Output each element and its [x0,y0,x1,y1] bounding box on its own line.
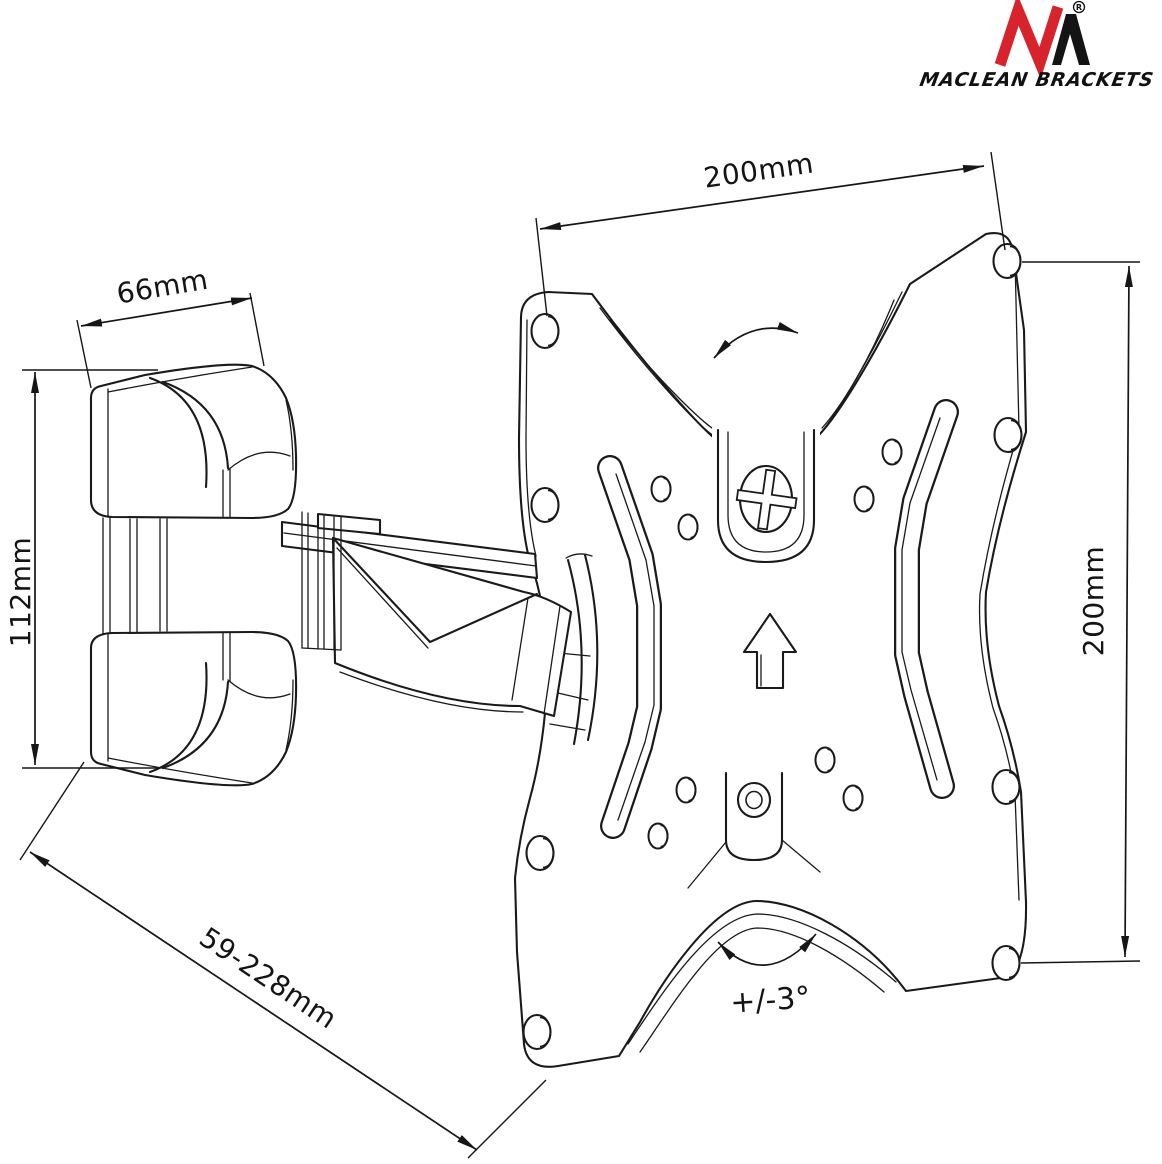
maclean-logo: R MACLEAN BRACKETS [918,0,1156,91]
brand-name: MACLEAN BRACKETS [918,68,1156,91]
logo-m-red-icon [994,0,1064,79]
plate-edge-thickness [525,319,537,557]
mounting-hole [993,416,1023,454]
arm-web-line [331,536,539,644]
boss-web-line [687,841,727,889]
mounting-hole [991,768,1021,806]
vesa-slot-left [597,455,662,839]
logo-m-black-icon [1052,14,1090,65]
rotation-range-label: +/-3° [729,980,811,1021]
swivel-arrow-icon [713,321,799,359]
dimension-vesa-height: 200mm [1020,261,1141,964]
registered-trademark-letter: R [1076,3,1082,12]
hinge-column [301,511,342,651]
dimension-bracket-height: 112mm [4,369,160,769]
vesa-slot-right [894,399,959,799]
adapter-hole [881,438,903,466]
top-screw-pocket-inner [727,431,805,553]
articulating-arm [280,512,599,746]
dimension-rotation-range: +/-3° [729,980,811,1021]
plate-edge-thickness [978,257,1020,901]
adapter-hole [675,776,697,804]
bottom-pivot-screw-head [745,790,763,810]
adapter-hole [814,746,836,774]
bracket-width-label: 66mm [114,263,210,311]
vesa-width-label: 200mm [702,147,816,195]
wall-bracket [89,363,342,787]
phillips-screw-cross-icon [735,468,798,531]
arm-lower-panel [331,536,573,718]
vesa-height-label: 200mm [1077,546,1110,657]
bottom-notch-chamfer [639,927,885,1053]
arm-panel-bottom [339,671,524,713]
adapter-hole [842,784,864,812]
top-notch-chamfer [821,299,895,429]
knuckle-cap [565,553,593,559]
mounting-hole [530,486,560,524]
arm-web-line [336,547,429,649]
wall-bracket-top-block [89,363,298,520]
top-screw-pocket-outline [716,428,816,564]
bottom-notch-chamfer [627,913,897,1045]
adapter-hole [677,513,699,541]
arm-panel-inner [511,597,529,701]
plate-knuckle [566,558,583,746]
top-notch-chamfer [609,319,713,429]
mounting-hole [991,944,1021,982]
extension-range-label: 59-228mm [194,921,344,1036]
bracket-height-label: 112mm [4,537,37,648]
mounting-hole [992,242,1022,280]
boss-web-line [781,839,821,873]
arm-top-bar-edge [283,532,537,567]
adapter-hole [650,475,672,503]
adapter-hole [647,822,669,850]
top-notch-chamfer [599,307,715,437]
plate-knuckle [583,553,599,742]
up-orientation-arrow-icon [742,612,798,690]
wall-bracket-bottom-block [89,630,298,787]
mounting-hole [525,834,555,872]
registered-trademark-icon [1072,0,1086,14]
mounting-hole [530,312,560,350]
knuckle-rib [549,723,586,731]
arm-panel-inner [543,605,561,715]
fold-bars [102,517,168,634]
rotation-arrow-icon [717,933,817,966]
adapter-hole [853,485,875,513]
mounting-hole [522,1013,552,1051]
dimension-extension-range: 59-228mm [19,761,547,1159]
vesa-plate [513,232,1028,1068]
bottom-screw-boss-outline [724,771,784,862]
